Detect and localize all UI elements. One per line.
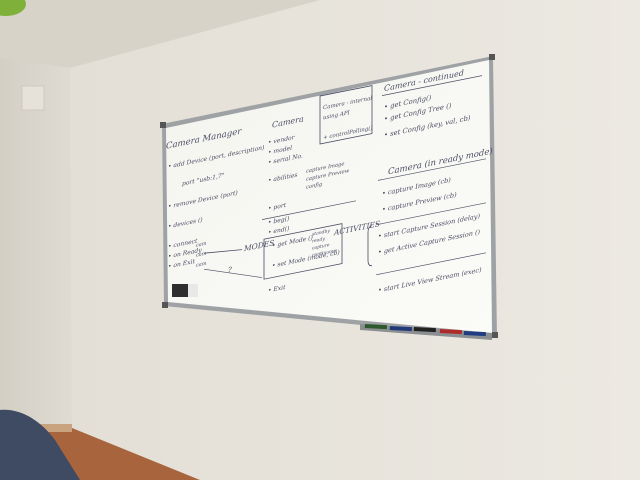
section2-line: • model <box>268 145 292 157</box>
section1-side-label: cam <box>196 241 207 249</box>
section2-mode-note: continuous <box>312 248 338 259</box>
section2-line: • port <box>268 202 287 213</box>
section2-line: • Exit <box>268 284 286 295</box>
section3-underline <box>382 75 482 96</box>
markers <box>364 324 486 337</box>
ceiling <box>0 0 320 68</box>
section1-side-label: cam <box>196 261 207 269</box>
section1-side-label: cam <box>196 251 207 259</box>
section5-divider-bottom <box>376 252 486 276</box>
whiteboard-surface <box>166 60 492 333</box>
section2-mode-note: ready <box>312 236 325 245</box>
frame-corner <box>160 122 166 128</box>
brace <box>367 225 373 267</box>
section2-line: • beg() <box>268 215 290 226</box>
floor <box>40 428 200 480</box>
arrow <box>203 268 263 278</box>
fabric-chair <box>0 409 80 480</box>
section2-mode-note: capture <box>312 242 330 252</box>
internal-api-box <box>319 85 373 145</box>
green-object <box>0 0 26 16</box>
section2-line: • end() <box>268 225 290 236</box>
section-divider <box>262 200 356 220</box>
arrow <box>203 249 243 254</box>
frame-corner <box>489 54 495 60</box>
green-note: ? <box>228 265 232 275</box>
frame-corner <box>492 332 498 338</box>
section2-note: config <box>306 181 323 190</box>
internal-api-line: using API <box>323 110 351 121</box>
frame-corner <box>162 302 168 308</box>
section2-mode-note: standby <box>312 228 330 238</box>
section5-divider <box>376 202 486 226</box>
mode-box <box>263 223 343 280</box>
left-wall <box>0 58 72 430</box>
baseboard <box>40 424 72 432</box>
section4-underline <box>378 158 486 181</box>
wall-switch <box>21 85 45 111</box>
